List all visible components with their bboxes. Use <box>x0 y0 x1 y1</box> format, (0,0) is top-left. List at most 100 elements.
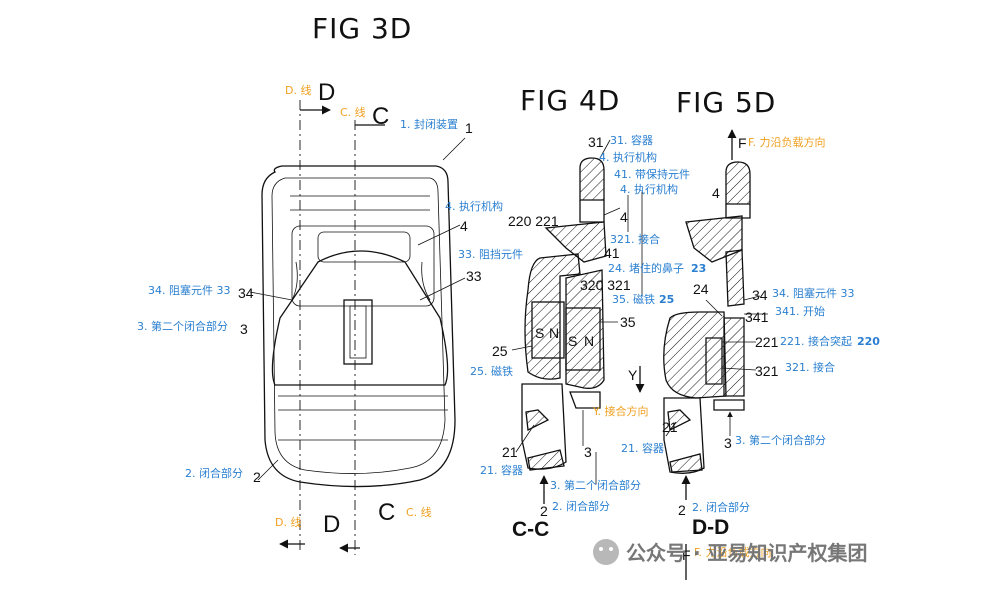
label-actuator-4a: 4. 执行机构 <box>599 150 657 164</box>
section-label-dd: D-D <box>692 516 729 539</box>
leader-24 <box>705 299 723 317</box>
mag-n-right: N <box>584 333 594 349</box>
label-container-21-4d: 21. 容器 <box>480 463 523 477</box>
label-engage-protrusion-ref: 220 <box>857 335 880 348</box>
container-21-4d <box>521 383 567 470</box>
label-second-closing-4d: 3. 第二个闭合部分 <box>550 478 641 492</box>
label-actuator-4b: 4. 执行机构 <box>620 182 678 196</box>
num-3-4d: 3 <box>584 444 592 460</box>
label-closing-part-5d: 2. 闭合部分 <box>692 500 750 514</box>
num-2-5d: 2 <box>678 502 686 518</box>
container-21-5d <box>663 397 705 474</box>
label-magnet-35-ref: 25 <box>659 293 674 306</box>
watermark: 公众号 · 亚易知识产权集团 <box>593 539 868 565</box>
label-actuator-3d: 4. 执行机构 <box>445 199 503 213</box>
num-4-3d: 4 <box>460 218 468 234</box>
leader-21-4d <box>515 424 535 453</box>
leader-2 <box>257 459 279 481</box>
plug-element-34 <box>725 249 745 307</box>
label-line-c-top: C. 线 <box>340 105 366 119</box>
magnet-25-block <box>531 301 565 359</box>
actuator-top <box>317 231 411 263</box>
fig-3d-title: FIG 3D <box>312 12 412 45</box>
num-34-3d: 34 <box>238 285 254 301</box>
second-closing-part-5d <box>723 317 745 397</box>
label-force-direction-bottom: F. 力沿负载方向 <box>694 545 772 559</box>
label-second-closing-3d: 3. 第二个闭合部分 <box>137 319 228 333</box>
label-magnet-35: 35. 磁铁 <box>612 293 655 306</box>
leader-4-4d <box>603 207 621 216</box>
num-24: 24 <box>693 281 709 297</box>
fig-3d: FIG 3D D. 线 D C. 线 C 1. 封闭装置 <box>137 12 523 555</box>
num-4-5d: 4 <box>712 185 720 201</box>
num-4-4d: 4 <box>620 209 628 225</box>
label-plug-element-5d: 34. 阻塞元件 33 <box>772 286 854 300</box>
mag-s-left: S <box>535 325 544 341</box>
num-2-3d: 2 <box>253 469 261 485</box>
container-31-top <box>579 157 605 201</box>
letter-f-top: F <box>738 135 747 151</box>
magnet-35-block <box>565 307 601 371</box>
leader-25 <box>511 345 533 351</box>
container-21-base-5d <box>669 453 703 473</box>
tongue-slot <box>343 299 373 365</box>
num-1: 1 <box>465 120 473 136</box>
label-container-31: 31. 容器 <box>610 133 653 147</box>
leader-31-4d <box>599 139 611 159</box>
wechat-icon <box>593 539 619 565</box>
label-force-direction-top: F. 力沿负载方向 <box>748 135 826 149</box>
left-clip <box>291 261 298 301</box>
leader-34 <box>249 291 293 301</box>
label-nose-24: 24. 堵住的鼻子 <box>608 261 684 275</box>
letter-y: Y <box>628 367 638 383</box>
num-21-5d: 21 <box>662 419 678 435</box>
watermark-text: 公众号 · 亚易知识产权集团 <box>626 541 868 565</box>
container-21-base-4d <box>527 449 565 471</box>
num-31: 31 <box>588 134 604 150</box>
second-closing-part-4d <box>569 391 601 409</box>
closing-body-5d <box>663 311 727 399</box>
num-41: 41 <box>604 245 620 261</box>
label-closing-part-3d: 2. 闭合部分 <box>185 466 243 480</box>
num-3-5d: 3 <box>724 435 732 451</box>
buckle-inner-rim <box>271 177 446 474</box>
label-blocking-element: 33. 阻挡元件 <box>458 247 523 261</box>
letter-d-bottom: D <box>323 511 340 538</box>
num-221: 221 <box>755 334 779 350</box>
label-nose-24-ref: 23 <box>691 262 706 275</box>
label-line-d-bottom: D. 线 <box>275 515 301 529</box>
label-engage-direction: Y. 接合方向 <box>592 404 648 418</box>
label-plug-element-3d: 34. 阻塞元件 33 <box>148 283 230 297</box>
container-21-tip-4d <box>525 409 550 431</box>
num-220-221: 220 221 <box>508 213 559 229</box>
label-engage-321-5d: 321. 接合 <box>785 360 835 374</box>
fig-5d-title: FIG 5D <box>676 86 776 119</box>
num-321-5d: 321 <box>755 363 779 379</box>
num-21-4d: 21 <box>502 444 518 460</box>
section-label-cc: C-C <box>512 518 549 541</box>
mag-n-left: N <box>549 325 559 341</box>
container-31-neck <box>579 200 605 223</box>
lower-step-5d <box>713 399 745 411</box>
container-31-top-5d <box>725 161 751 205</box>
tongue-slot-inner <box>349 305 367 359</box>
label-closing-part-4d: 2. 闭合部分 <box>552 499 610 513</box>
letter-c-top: C <box>372 103 389 130</box>
label-line-d-top: D. 线 <box>285 83 311 97</box>
label-second-closing-5d: 3. 第二个闭合部分 <box>735 433 826 447</box>
num-320-321: 320 321 <box>580 277 631 293</box>
num-341: 341 <box>745 309 769 325</box>
actuator-housing <box>291 225 435 307</box>
tongue-plate <box>271 250 449 386</box>
label-engage-321-4d: 321. 接合 <box>610 232 660 246</box>
fig-4d-title: FIG 4D <box>520 84 620 117</box>
num-34-5d: 34 <box>752 287 768 303</box>
leader-321-5d <box>721 367 757 371</box>
label-retaining-41: 41. 带保持元件 <box>614 167 690 181</box>
num-25: 25 <box>492 343 508 359</box>
label-engage-protrusion: 221. 接合突起 <box>780 334 852 348</box>
label-line-c-bottom: C. 线 <box>406 505 432 519</box>
leader-1 <box>442 137 466 161</box>
label-start-341: 341. 开始 <box>775 304 825 318</box>
